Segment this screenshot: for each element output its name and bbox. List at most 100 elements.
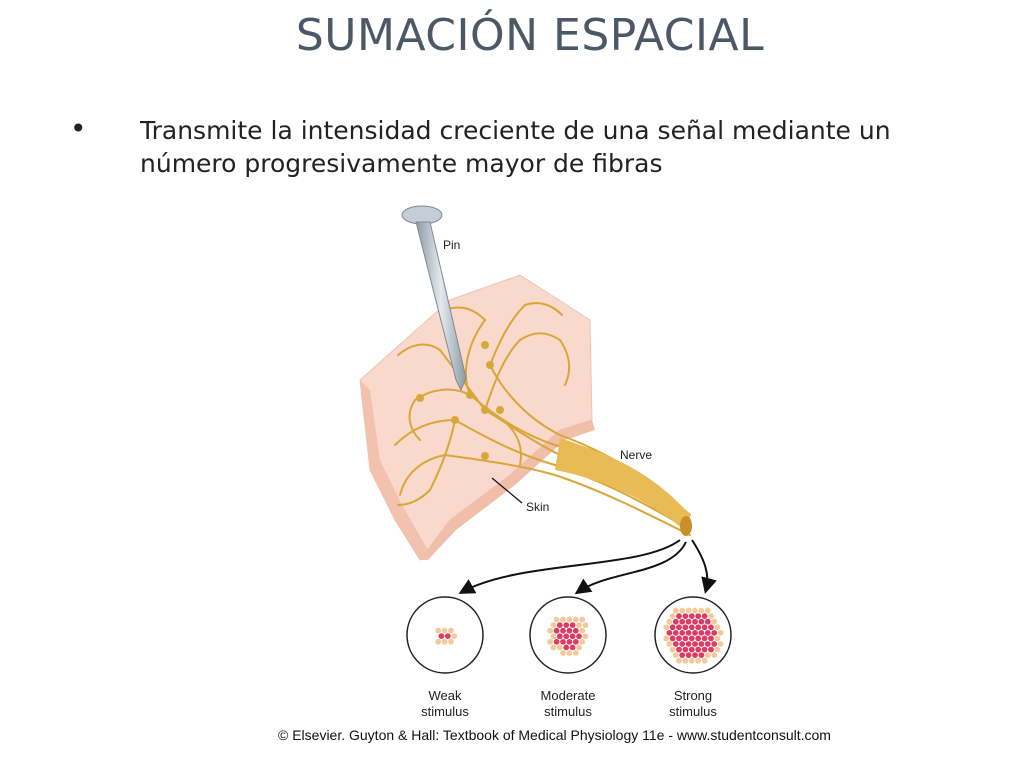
- nerve-fiber-dot: [576, 633, 582, 640]
- nerve-fiber-dot: [672, 641, 679, 647]
- nerve-fiber-dot: [669, 646, 676, 653]
- label-skin: Skin: [526, 500, 549, 514]
- nerve-fiber-dot: [672, 629, 679, 636]
- nerve-fiber-dot: [708, 635, 714, 642]
- nerve-fiber-dot: [711, 618, 718, 625]
- nerve-fiber-dot: [714, 624, 721, 631]
- nerve-fiber-dot: [676, 646, 682, 653]
- nerve-fiber-dot: [448, 627, 454, 634]
- nerve-fiber-dot: [563, 622, 570, 629]
- nerve-fiber-dot: [566, 650, 573, 656]
- bullet-text: Transmite la intensidad creciente de una…: [140, 116, 891, 178]
- nerve-fiber-dot: [444, 633, 451, 640]
- nerve-fiber-dot: [717, 629, 724, 636]
- nerve-fiber-dot: [550, 633, 557, 640]
- nerve-fiber-dot: [556, 644, 563, 651]
- nerve-fiber-dot: [685, 641, 692, 647]
- nerve-fiber-dot: [560, 638, 566, 645]
- nerve-fiber-dot: [679, 641, 686, 647]
- weak-label-line1: Weak: [429, 688, 462, 703]
- nerve-fiber-dot: [711, 629, 718, 636]
- nerve-fiber-dot: [679, 652, 686, 659]
- nerve-fiber-dot: [669, 624, 676, 631]
- moderate-label-line2: stimulus: [544, 704, 592, 719]
- nerve-fiber-dot: [698, 629, 705, 636]
- nerve-fiber-dot: [572, 616, 579, 623]
- nerve-fiber-dot: [576, 644, 582, 651]
- nerve-fiber-dot: [688, 646, 695, 653]
- cross-section-strong: [654, 596, 732, 674]
- nerve-fiber-dot: [679, 607, 686, 614]
- nerve-fiber-dot: [566, 616, 573, 623]
- nerve-fiber-dot: [682, 646, 689, 653]
- nerve-fiber-dot: [698, 607, 705, 614]
- nerve-fiber-dot: [701, 646, 708, 653]
- nerve-fiber-dot: [695, 657, 702, 664]
- nerve-fiber-dot: [708, 613, 714, 620]
- nerve-fiber-dot: [717, 641, 724, 647]
- nerve-fiber-dot: [550, 644, 557, 651]
- nerve-fiber-dot: [692, 618, 698, 625]
- nerve-fiber-dot: [569, 633, 576, 640]
- nerve-fiber-dot: [669, 613, 676, 620]
- nerve-fiber-dot: [582, 633, 589, 640]
- nerve-fiber-dot: [572, 627, 579, 634]
- nerve-fiber-dot: [666, 618, 673, 625]
- nerve-fiber-dot: [685, 618, 692, 625]
- nerve-fiber-dot: [701, 635, 708, 642]
- nerve-bundle: [555, 438, 692, 536]
- nerve-fiber-dot: [556, 622, 563, 629]
- nerve-fiber-dot: [701, 657, 708, 664]
- nerve-fiber-dot: [688, 624, 695, 631]
- nerve-fiber-dot: [569, 644, 576, 651]
- skin-pointer-line: [491, 477, 523, 504]
- nerve-fiber-dot: [711, 641, 718, 647]
- nerve-fiber-dot: [692, 641, 698, 647]
- nerve-fiber-dot: [695, 613, 702, 620]
- nerve-fiber-dot: [560, 650, 566, 656]
- nerve-fiber-dot: [569, 622, 576, 629]
- nerve-fiber-dot: [663, 635, 670, 642]
- nerve-fiber-dot: [698, 618, 705, 625]
- nerve-fiber-dot: [672, 618, 679, 625]
- pin: [401, 205, 467, 392]
- nerve-fiber-dot: [547, 638, 554, 645]
- nerve-fiber-dot: [708, 646, 714, 653]
- nerve-fiber-dot: [676, 624, 682, 631]
- nerve-fiber-dot: [682, 624, 689, 631]
- nerve-fiber-dot: [553, 638, 560, 645]
- label-pin: Pin: [443, 238, 460, 252]
- nerve-fiber-dot: [698, 652, 705, 659]
- strong-label-line2: stimulus: [669, 704, 717, 719]
- nerve-fiber-dot: [704, 629, 711, 636]
- nerve-fiber-dot: [435, 627, 442, 634]
- strong-label-line1: Strong: [674, 688, 712, 703]
- cross-section-weak: [406, 596, 484, 674]
- nerve-fiber-dot: [695, 646, 702, 653]
- nerve-fiber-dot: [698, 641, 705, 647]
- weak-label-line2: stimulus: [421, 704, 469, 719]
- nerve-fiber-dot: [701, 624, 708, 631]
- nerve-fiber-dot: [451, 633, 458, 640]
- nerve-fiber-dot: [582, 622, 589, 629]
- nerve-fiber-dot: [553, 616, 560, 623]
- nerve-fiber-dot: [704, 641, 711, 647]
- nerve-fiber-dot: [672, 607, 679, 614]
- nerve-fiber-dot: [692, 652, 698, 659]
- nerve-fiber-dot: [566, 638, 573, 645]
- nerve-fiber-dot: [441, 638, 448, 645]
- nerve-fiber-dot: [563, 644, 570, 651]
- nerve-fiber-dot: [695, 635, 702, 642]
- nerve-fiber-dot: [692, 629, 698, 636]
- nerve-fiber-dot: [714, 646, 721, 653]
- nerve-fiber-dot: [547, 627, 554, 634]
- nerve-fiber-dot: [676, 635, 682, 642]
- nerve-fiber-dot: [685, 629, 692, 636]
- nerve-fiber-dot: [708, 624, 714, 631]
- nerve-fiber-dot: [714, 635, 721, 642]
- nerve-fiber-dot: [438, 633, 445, 640]
- slide-title: SUMACIÓN ESPACIAL: [295, 10, 765, 61]
- moderate-label-line1: Moderate: [541, 688, 596, 703]
- nerve-fiber-dot: [560, 616, 566, 623]
